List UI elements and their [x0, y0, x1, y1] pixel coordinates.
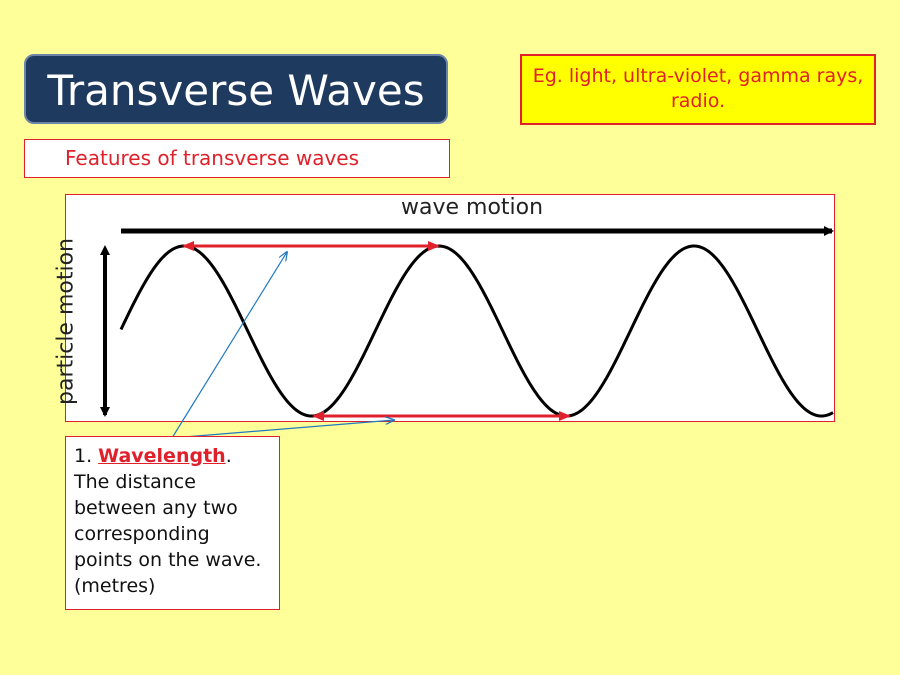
wave-motion-label: wave motion: [401, 195, 544, 220]
slide-title: Transverse Waves: [24, 54, 448, 124]
wave-diagram-graphic: [100, 226, 834, 421]
wave-curve: [119, 244, 834, 418]
wave-diagram: wave motion particle motion: [54, 194, 835, 422]
particle-motion-label: particle motion: [53, 238, 79, 405]
wavelength-term-period: .: [225, 445, 232, 467]
wavelength-term: Wavelength: [98, 445, 226, 467]
examples-box: Eg. light, ultra-violet, gamma rays, rad…: [520, 54, 876, 125]
wavelength-number: 1.: [74, 445, 99, 467]
wavelength-description: The distance between any two correspondi…: [74, 471, 262, 597]
wavelength-note: 1. Wavelength. The distance between any …: [65, 436, 280, 610]
features-heading: Features of transverse waves: [24, 139, 450, 178]
